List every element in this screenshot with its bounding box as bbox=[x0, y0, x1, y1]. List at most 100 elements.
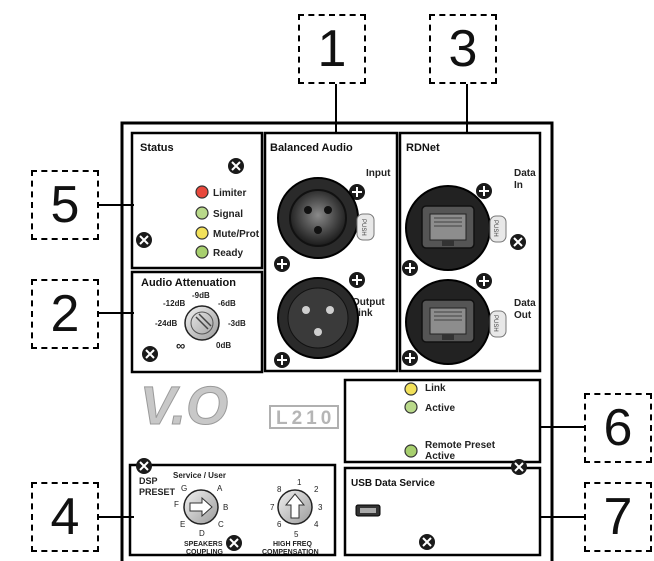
dial-left-c: C bbox=[218, 520, 224, 529]
screw-plus-icon bbox=[476, 183, 492, 199]
callout-1: 1 bbox=[298, 14, 366, 84]
atten-label-6db: -6dB bbox=[218, 299, 236, 308]
screw-icons bbox=[136, 158, 527, 551]
dial-right-2: 2 bbox=[314, 485, 319, 494]
hf-compensation-dial[interactable] bbox=[277, 489, 313, 525]
dsp-title-1: DSP bbox=[139, 476, 158, 486]
dial-left-a: A bbox=[217, 484, 223, 493]
screw-plus-icon bbox=[402, 260, 418, 276]
rdnet-in-push-latch[interactable] bbox=[489, 215, 507, 243]
dial-left-g: G bbox=[181, 484, 187, 493]
link-panel bbox=[343, 378, 542, 464]
attenuation-panel bbox=[130, 270, 264, 374]
led-ready bbox=[195, 245, 209, 259]
screw-x-icon bbox=[226, 535, 242, 551]
screw-plus-icon bbox=[274, 352, 290, 368]
rdnet-data-in-connector[interactable] bbox=[405, 185, 491, 271]
atten-label-24db: -24dB bbox=[155, 319, 177, 328]
rdnet-out-push-latch[interactable] bbox=[489, 310, 507, 338]
logo-model: L210 bbox=[276, 408, 335, 429]
screw-plus-icon bbox=[274, 256, 290, 272]
screw-plus-icon bbox=[349, 184, 365, 200]
callout-7: 7 bbox=[584, 482, 652, 552]
dial-left-b: B bbox=[223, 503, 228, 512]
atten-label-3db: -3dB bbox=[228, 319, 246, 328]
dsp-title-2: PRESET bbox=[139, 487, 176, 497]
output-label: Output bbox=[352, 297, 385, 308]
remote-preset-label: Remote Preset bbox=[425, 440, 496, 451]
usb-title: USB Data Service bbox=[351, 478, 435, 489]
status-title: Status bbox=[140, 142, 174, 154]
callout-6: 6 bbox=[584, 393, 652, 463]
screw-x-icon bbox=[142, 346, 158, 362]
link-status-label: Link bbox=[425, 383, 446, 394]
led-signal-label: Signal bbox=[213, 209, 243, 220]
active-status-label: Active bbox=[425, 403, 455, 414]
rdnet-title: RDNet bbox=[406, 142, 440, 154]
rdnet-panel bbox=[398, 131, 542, 373]
dial-right-1: 1 bbox=[297, 478, 302, 487]
rdnet-in-push-label: PUSH bbox=[492, 220, 498, 237]
coupling-label: COUPLING bbox=[186, 549, 224, 556]
speakers-coupling-dial[interactable] bbox=[183, 489, 219, 525]
screw-plus-icon bbox=[349, 272, 365, 288]
atten-label-infinity: ∞ bbox=[176, 338, 185, 353]
callout-3: 3 bbox=[429, 14, 497, 84]
callout-4: 4 bbox=[31, 482, 99, 552]
usb-panel bbox=[343, 466, 542, 557]
remote-active-label: Active bbox=[425, 451, 455, 462]
atten-label-0db: 0dB bbox=[216, 341, 231, 350]
xlr-output-connector[interactable] bbox=[277, 277, 359, 359]
led-mute-prot-label: Mute/Prot bbox=[213, 229, 260, 240]
link-label: Link bbox=[352, 308, 373, 319]
led-ready-label: Ready bbox=[213, 248, 243, 259]
led-remote-preset bbox=[404, 444, 418, 458]
xlr-push-latch[interactable] bbox=[356, 213, 375, 241]
screw-plus-icon bbox=[402, 350, 418, 366]
service-user-label: Service / User bbox=[173, 471, 226, 480]
vio-logo: V.O L210 bbox=[140, 376, 339, 437]
attenuation-knob[interactable] bbox=[184, 305, 220, 341]
dial-left-e: E bbox=[180, 520, 185, 529]
atten-label-12db: -12dB bbox=[163, 299, 185, 308]
compensation-label: COMPENSATION bbox=[262, 549, 319, 556]
dial-left-d: D bbox=[199, 529, 205, 538]
led-link bbox=[404, 382, 418, 396]
callout-5: 5 bbox=[31, 170, 99, 240]
xlr-push-label: PUSH bbox=[360, 219, 366, 236]
data-in-label-2: In bbox=[514, 180, 523, 191]
input-label: Input bbox=[366, 168, 391, 179]
atten-label-9db: -9dB bbox=[192, 291, 210, 300]
dsp-panel bbox=[128, 463, 337, 557]
rdnet-data-out-connector[interactable] bbox=[405, 279, 491, 365]
screw-plus-icon bbox=[476, 273, 492, 289]
led-limiter bbox=[195, 185, 209, 199]
screw-x-icon bbox=[136, 458, 152, 474]
screw-x-icon bbox=[419, 534, 435, 550]
status-leds bbox=[195, 185, 209, 259]
data-out-label-2: Out bbox=[514, 310, 532, 321]
data-in-label-1: Data bbox=[514, 168, 536, 179]
xlr-input-connector[interactable] bbox=[277, 177, 359, 259]
led-mute-prot bbox=[195, 226, 209, 240]
usb-port-icon[interactable] bbox=[355, 504, 381, 517]
attenuation-title: Audio Attenuation bbox=[141, 277, 236, 289]
dial-left-f: F bbox=[174, 500, 179, 509]
high-freq-label: HIGH FREQ bbox=[273, 541, 312, 548]
data-out-label-1: Data bbox=[514, 298, 536, 309]
dial-right-7: 7 bbox=[270, 503, 275, 512]
screw-x-icon bbox=[228, 158, 244, 174]
dial-right-6: 6 bbox=[277, 520, 282, 529]
screw-x-icon bbox=[510, 234, 526, 250]
screw-x-icon bbox=[511, 459, 527, 475]
led-limiter-label: Limiter bbox=[213, 188, 246, 199]
balanced-audio-title: Balanced Audio bbox=[270, 142, 353, 154]
rdnet-out-push-label: PUSH bbox=[492, 315, 498, 332]
logo-brand: V.O bbox=[140, 376, 228, 436]
balanced-audio-panel bbox=[263, 131, 399, 373]
leader-lines bbox=[99, 82, 584, 518]
dial-right-5: 5 bbox=[294, 530, 299, 539]
screw-x-icon bbox=[136, 232, 152, 248]
led-active bbox=[404, 400, 418, 414]
